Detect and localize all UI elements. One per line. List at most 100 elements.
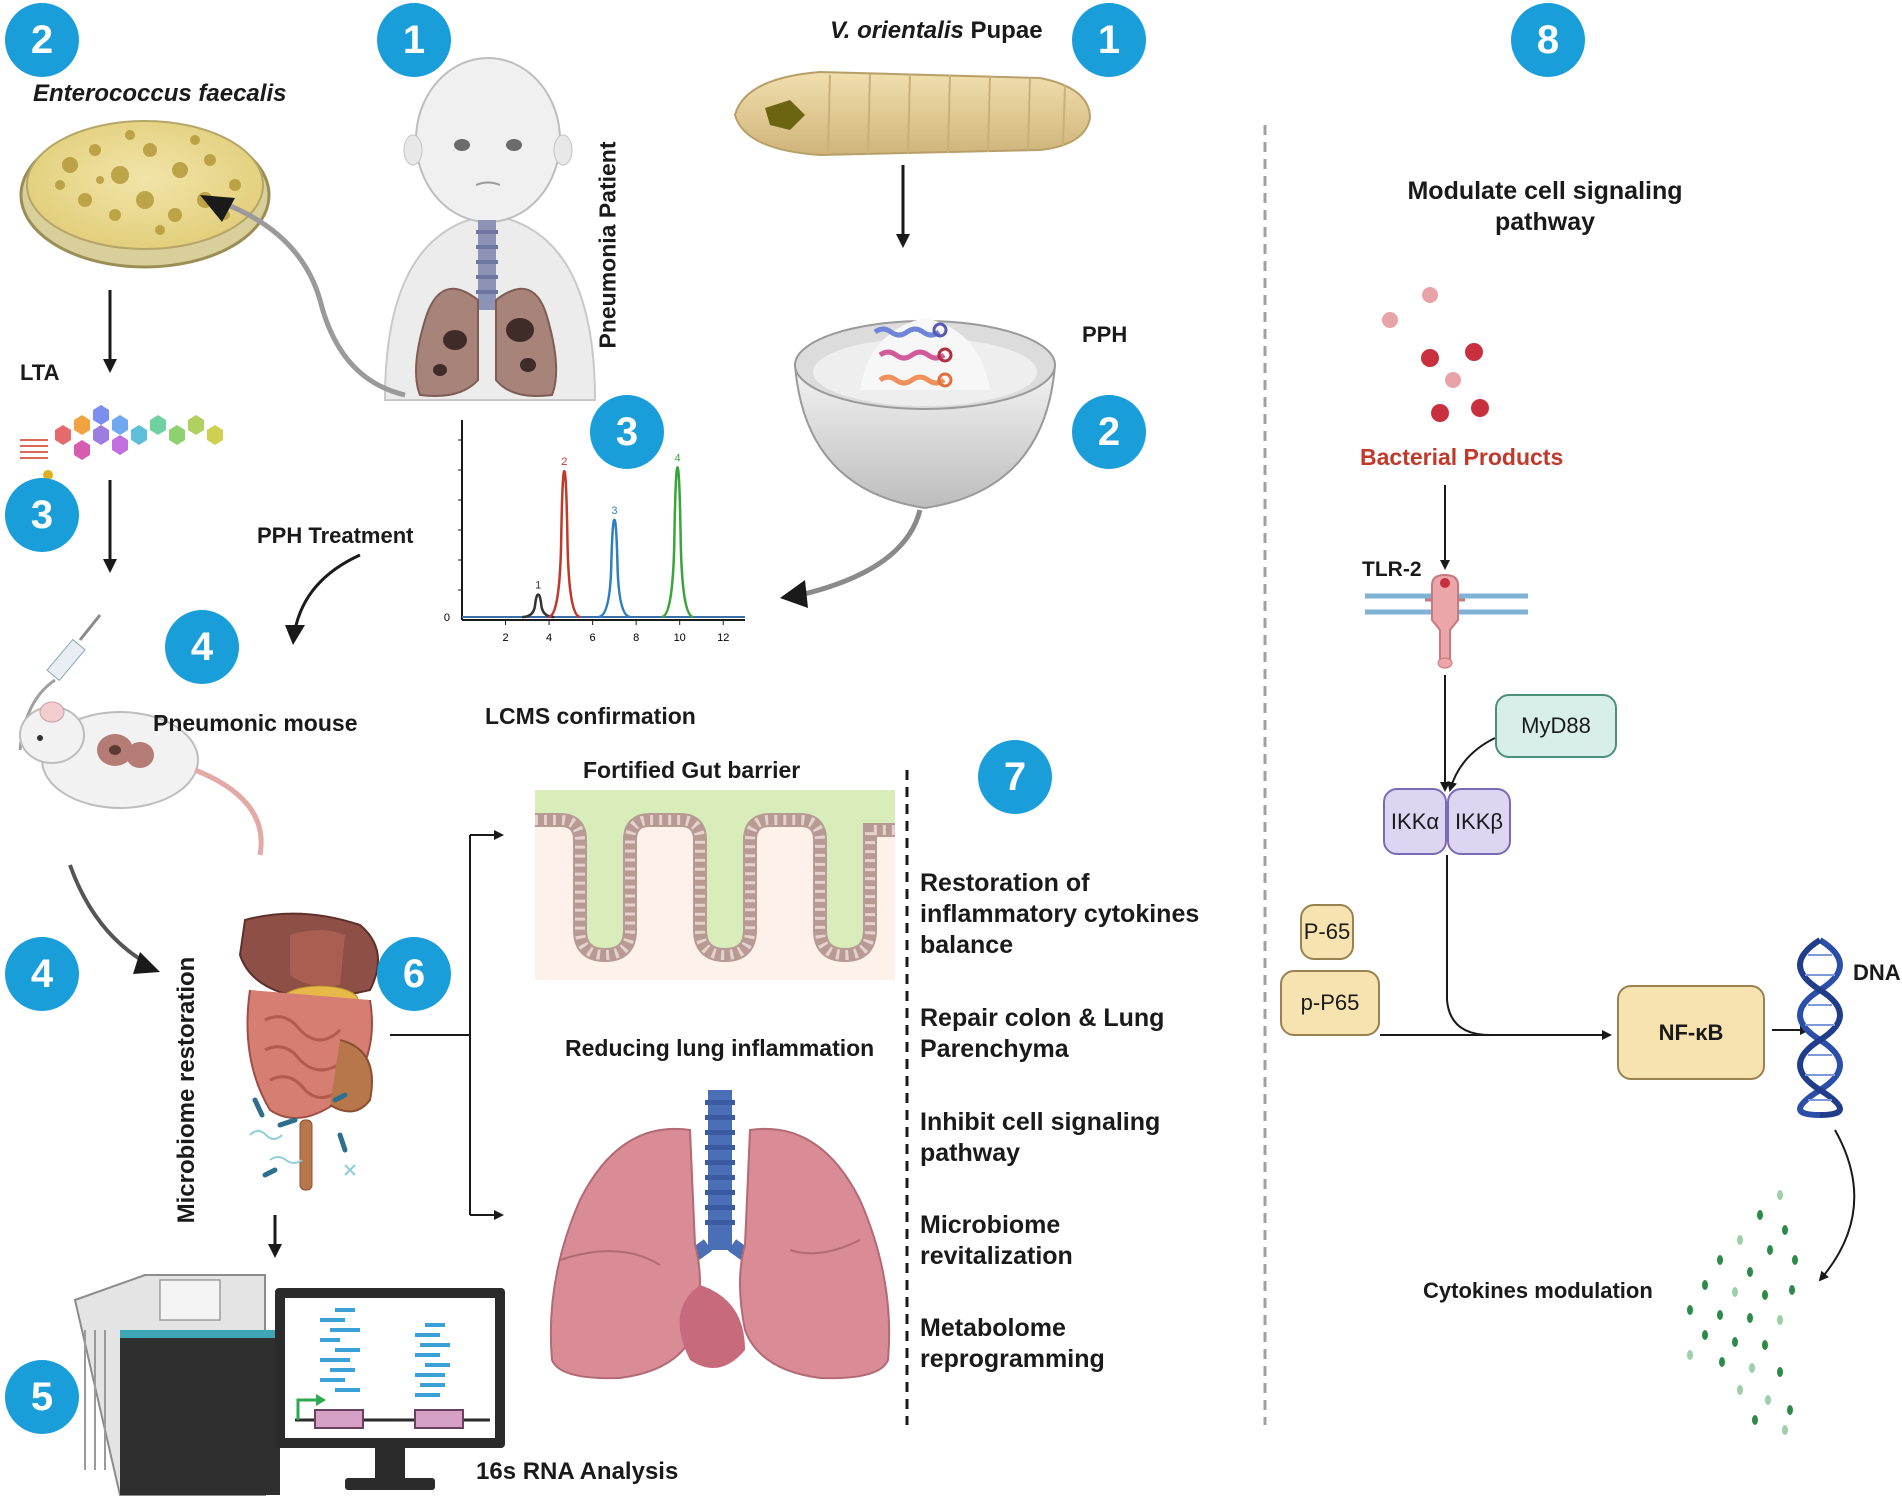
rna-analysis-label: 16s RNA Analysis (476, 1458, 679, 1485)
chromatogram-peak (522, 593, 555, 619)
bacterial-products-dots (1382, 287, 1489, 422)
step-badge-4-mouse: 4 (5, 937, 79, 1011)
outcome-line: Metabolome (920, 1314, 1066, 1342)
bowl-to-lcms-arrow (799, 509, 923, 598)
outcome-microbiome: Microbiome revitalization (920, 1210, 1073, 1272)
tlr2-label: TLR-2 (1362, 558, 1422, 581)
dna-label: DNA (1853, 960, 1901, 985)
treatment-arrow (293, 553, 361, 631)
outcome-line: pathway (920, 1139, 1021, 1167)
step-badge-6: 6 (377, 937, 451, 1011)
branch-arrows (390, 830, 504, 1220)
p65-box: P-65 (1300, 904, 1354, 960)
step-badge-1-patient: 1 (377, 3, 451, 77)
dna-to-cytokines-arrow (1818, 1129, 1856, 1282)
outcome-line: reprogramming (920, 1345, 1105, 1373)
lcms-label: LCMS confirmation (485, 703, 696, 729)
monitor-icon (275, 1288, 505, 1490)
bacteria-label: Enterococcus faecalis (33, 80, 287, 107)
patient-icon (383, 57, 597, 401)
step-badge-4-treatment: 4 (165, 610, 239, 684)
pph-treatment-label: PPH Treatment (257, 523, 414, 548)
step-badge-5: 5 (5, 1360, 79, 1434)
step-badge-1-pupae: 1 (1072, 3, 1146, 77)
mouse-to-gut-arrow (68, 864, 151, 967)
mouse-label: Pneumonic mouse (153, 710, 358, 736)
outcome-line: Repair colon & Lung (920, 1004, 1165, 1032)
outcome-signaling: Inhibit cell signaling pathway (920, 1107, 1160, 1169)
ikkb-box: IKKβ (1447, 788, 1511, 855)
mouse-icon (19, 701, 264, 856)
chromatogram-x-tick-label: 12 (717, 632, 729, 644)
outcome-line: Restoration of (920, 869, 1090, 897)
pathway-title: Modulate cell signaling pathway (1407, 176, 1682, 238)
gut-barrier-icon (535, 790, 895, 980)
mouse-to-gut-arrow-head (133, 952, 160, 974)
chromatogram-peak-label: 1 (535, 580, 541, 592)
outcome-line: Microbiome (920, 1211, 1061, 1239)
step-badge-3-lcms: 3 (590, 395, 664, 469)
bowl-to-lcms-arrow-head (780, 580, 808, 608)
outcome-line: Parenchyma (920, 1035, 1069, 1063)
outcome-line: Inhibit cell signaling (920, 1108, 1161, 1136)
patient-to-dish-arrow-head (200, 195, 235, 222)
outcome-line: balance (920, 931, 1014, 959)
chromatogram-zero-label: 0 (444, 612, 450, 624)
cytokines-dots (1687, 1190, 1798, 1435)
pp65-box: p-P65 (1280, 970, 1380, 1036)
lungs-icon (549, 1090, 891, 1380)
myd88-box: MyD88 (1495, 694, 1617, 758)
chromatogram-x-tick-label: 4 (546, 632, 552, 644)
pph-bowl-icon (793, 318, 1057, 510)
outcome-line: inflammatory cytokines (920, 900, 1200, 928)
chromatogram-peak-label: 3 (611, 505, 617, 517)
step-badge-2-bacteria: 2 (5, 3, 79, 77)
chromatogram-x-tick-label: 8 (633, 632, 639, 644)
bacterial-products-label: Bacterial Products (1360, 444, 1564, 470)
pupa-icon (733, 70, 1092, 157)
pathway-title-line: pathway (1494, 208, 1596, 236)
chromatogram-peak-label: 2 (561, 456, 567, 468)
step-badge-8: 8 (1511, 3, 1585, 77)
chromatogram-peak-label: 4 (674, 452, 680, 464)
patient-to-dish-arrow (214, 197, 406, 398)
patient-label: Pneumonia Patient (594, 141, 621, 349)
petri-dish-icon (19, 120, 271, 269)
outcome-repair: Repair colon & Lung Parenchyma (920, 1003, 1164, 1065)
ikk-to-nfkb-line (1446, 855, 1491, 1036)
sequencer-icon (73, 1274, 280, 1496)
lung-inflammation-label: Reducing lung inflammation (565, 1035, 875, 1061)
step-badge-3-lta: 3 (5, 478, 79, 552)
microbiome-restoration-label: Microbiome restoration (173, 956, 200, 1224)
pph-label: PPH (1082, 322, 1128, 347)
pupae-label: V. orientalis Pupae (830, 17, 1043, 45)
treatment-arrow-head (285, 625, 305, 645)
nfkb-box: NF-κB (1617, 985, 1765, 1080)
gut-barrier-label: Fortified Gut barrier (583, 757, 801, 783)
pupae-species: V. orientalis (830, 17, 964, 44)
dna-helix-icon (1797, 937, 1843, 1118)
myd88-to-ikk-arrow (1447, 737, 1496, 792)
pupae-stage: Pupae (963, 17, 1043, 44)
outcome-cytokines: Restoration of inflammatory cytokines ba… (920, 868, 1199, 961)
outcome-metabolome: Metabolome reprogramming (920, 1313, 1105, 1375)
pathway-title-line: Modulate cell signaling (1407, 177, 1683, 205)
gut-organs-icon (238, 912, 379, 1191)
step-badge-2-pph: 2 (1072, 395, 1146, 469)
lta-molecule-icon (20, 405, 223, 480)
outcome-line: revitalization (920, 1242, 1073, 1270)
ikka-box: IKKα (1383, 788, 1447, 855)
tlr2-receptor-icon (1425, 573, 1465, 669)
cytokines-label: Cytokines modulation (1423, 1278, 1653, 1303)
lta-label: LTA (20, 360, 60, 385)
chromatogram-x-tick-label: 10 (674, 632, 686, 644)
chromatogram-peak (547, 469, 581, 619)
chromatogram-peak (598, 518, 631, 619)
chromatogram-x-tick-label: 2 (502, 632, 508, 644)
chromatogram-peak (661, 466, 694, 619)
step-badge-7: 7 (978, 740, 1052, 814)
chromatogram-x-tick-label: 6 (590, 632, 596, 644)
